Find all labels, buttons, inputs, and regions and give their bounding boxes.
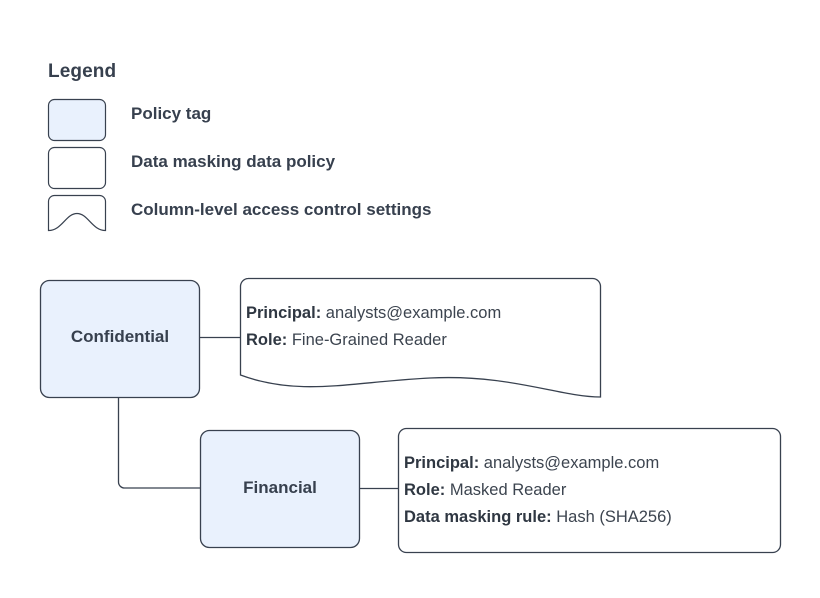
card-line-key: Data masking rule: bbox=[404, 508, 552, 526]
card-line-key: Role: bbox=[404, 481, 446, 499]
card-line: Role: Masked Reader bbox=[404, 477, 672, 504]
node-confidential[interactable] bbox=[39, 279, 201, 399]
legend-item-label-column-level-settings: Column-level access control settings bbox=[131, 200, 432, 219]
card-line-key: Principal: bbox=[404, 454, 480, 472]
legend-title: Legend bbox=[48, 61, 117, 82]
legend-swatch-policy-tag bbox=[47, 98, 107, 142]
legend-item-label-data-masking-policy: Data masking data policy bbox=[131, 152, 336, 171]
card-financial-settings[interactable] bbox=[397, 427, 782, 554]
card-line: Principal: analysts@example.com bbox=[246, 300, 501, 327]
card-line: Data masking rule: Hash (SHA256) bbox=[404, 504, 672, 531]
card-confidential-settings[interactable] bbox=[239, 277, 602, 398]
legend-swatch-data-masking-policy bbox=[47, 146, 107, 190]
legend-swatch-column-level-settings bbox=[47, 194, 107, 232]
card-line-value: analysts@example.com bbox=[483, 454, 660, 472]
node-financial[interactable] bbox=[199, 429, 361, 549]
card-line: Role: Fine-Grained Reader bbox=[246, 327, 501, 354]
node-label-confidential: Confidential bbox=[70, 327, 170, 346]
legend-item-label-policy-tag: Policy tag bbox=[131, 104, 212, 123]
card-line-value: analysts@example.com bbox=[325, 304, 502, 322]
card-line: Principal: analysts@example.com bbox=[404, 450, 672, 477]
node-label-financial: Financial bbox=[243, 478, 317, 497]
connector-confidential-to-financial bbox=[117, 398, 200, 489]
card-line-key: Role: bbox=[246, 331, 288, 349]
card-financial-settings-text: Principal: analysts@example.com Role: Ma… bbox=[404, 450, 672, 531]
card-line-key: Principal: bbox=[246, 304, 322, 322]
card-confidential-settings-text: Principal: analysts@example.com Role: Fi… bbox=[246, 300, 501, 354]
card-line-value: Masked Reader bbox=[449, 481, 567, 499]
card-line-value: Hash (SHA256) bbox=[556, 508, 672, 526]
card-line-value: Fine-Grained Reader bbox=[291, 331, 447, 349]
